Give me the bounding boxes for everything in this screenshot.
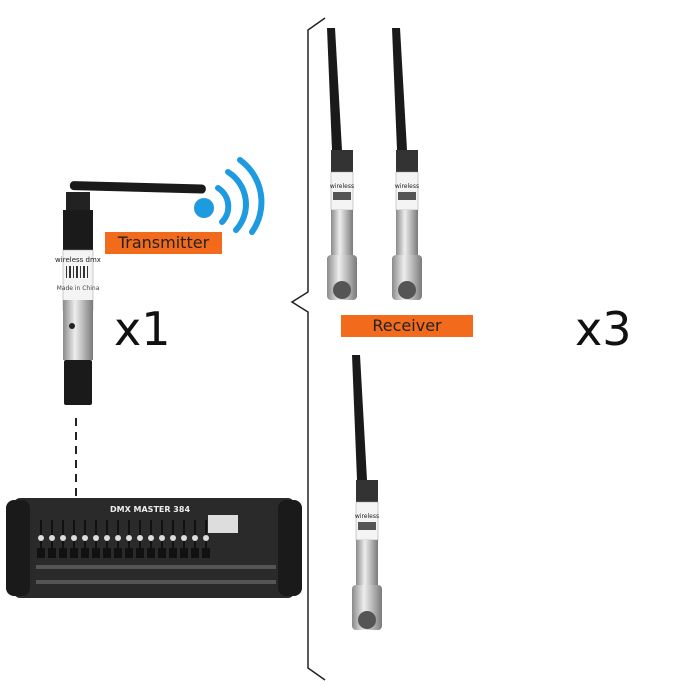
fader	[202, 548, 210, 558]
transmitter-label: Transmitter	[105, 232, 222, 254]
fader	[92, 548, 100, 558]
transmitter-marking: wireless dmx	[55, 256, 101, 264]
fader	[136, 548, 144, 558]
receiver-quantity: x3	[575, 302, 632, 356]
fader	[37, 548, 45, 558]
receiver-marking: wireless	[395, 183, 419, 190]
receiver-label: Receiver	[341, 315, 473, 337]
fader	[81, 548, 89, 558]
transmitter-origin-marking: Made in China	[57, 285, 100, 292]
grouping-brace	[290, 17, 326, 681]
fader	[180, 548, 188, 558]
receiver-marking: wireless	[355, 513, 379, 520]
fader	[70, 548, 78, 558]
transmitter-quantity: x1	[114, 302, 171, 356]
receiver-device: wireless	[327, 28, 357, 300]
receiver-marking: wireless	[330, 183, 354, 190]
fader	[147, 548, 155, 558]
transmitter-device: wireless dmx Made in China	[55, 181, 206, 405]
receiver-device: wireless	[392, 28, 422, 300]
fader	[114, 548, 122, 558]
console-name: DMX MASTER 384	[110, 505, 190, 514]
wifi-signal-icon	[194, 157, 265, 235]
fader	[59, 548, 67, 558]
fader	[125, 548, 133, 558]
fader	[191, 548, 199, 558]
fader	[158, 548, 166, 558]
fader	[48, 548, 56, 558]
dmx-console: DMX MASTER 384	[6, 498, 302, 598]
fader	[103, 548, 111, 558]
receiver-device: wireless	[352, 355, 382, 630]
fader	[169, 548, 177, 558]
